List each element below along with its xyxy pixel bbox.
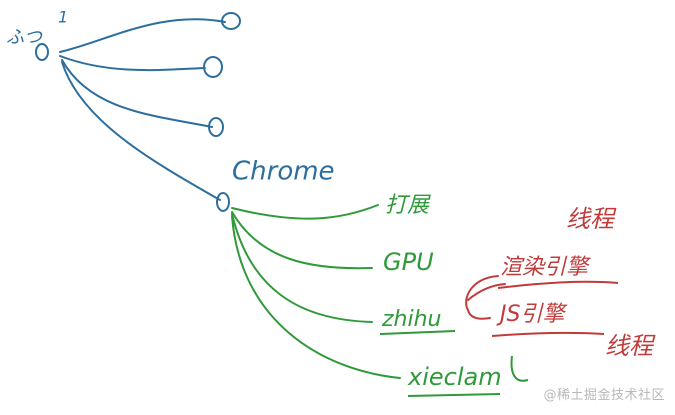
branch-chrome-to-child-4 xyxy=(231,215,401,379)
zhihu-children: 渲染引擎 JS引擎 xyxy=(491,255,619,337)
xieclam-underline xyxy=(407,393,501,397)
branch-root-to-leaf-1 xyxy=(59,18,226,53)
root-branches xyxy=(59,18,226,201)
leaf-node-2 xyxy=(203,56,223,78)
chrome-label: Chrome xyxy=(232,157,335,187)
root-node-circle xyxy=(35,43,49,61)
zhihu-child-label-1: 渲染引擎 xyxy=(500,255,591,280)
zhihu-child-label-2: JS引擎 xyxy=(496,302,567,327)
thread-note-2: 线程 xyxy=(605,332,656,360)
js-engine-underline xyxy=(491,331,605,337)
root-node-group: ふつ 1 xyxy=(6,8,68,61)
thread-note-1: 线程 xyxy=(566,205,617,233)
thread-notes: 线程 线程 xyxy=(566,205,656,360)
render-engine-underline xyxy=(497,280,619,289)
zhihu-brace xyxy=(465,275,499,320)
leaf-node-1 xyxy=(221,12,241,30)
branch-chrome-to-child-2 xyxy=(231,211,373,270)
chrome-child-label-1: 打展 xyxy=(385,193,431,218)
chrome-child-label-2: GPU xyxy=(383,248,434,276)
branch-root-to-chrome xyxy=(61,61,221,201)
leaf-node-3 xyxy=(208,117,224,137)
branch-root-to-leaf-3 xyxy=(61,59,213,128)
chrome-node-group: Chrome xyxy=(216,157,335,212)
chrome-branches xyxy=(231,204,401,379)
chrome-child-label-4: xieclam xyxy=(407,363,502,391)
xieclam-tail-stroke xyxy=(510,355,529,382)
leaf-nodes xyxy=(203,12,241,137)
branch-chrome-to-child-3 xyxy=(231,213,373,323)
branch-root-to-leaf-2 xyxy=(59,55,206,72)
brace-arm-upper xyxy=(467,283,506,301)
zhihu-underline xyxy=(379,330,456,335)
branch-chrome-to-child-1 xyxy=(231,204,379,220)
chrome-node-circle xyxy=(216,192,230,212)
root-mark: 1 xyxy=(58,8,68,27)
watermark: @稀土掘金技术社区 xyxy=(543,388,665,403)
root-label: ふつ xyxy=(6,27,43,48)
chrome-child-label-3: zhihu xyxy=(381,307,442,332)
zhihu-branches xyxy=(465,275,506,320)
chrome-children: 打展 GPU zhihu xieclam xyxy=(379,193,529,397)
